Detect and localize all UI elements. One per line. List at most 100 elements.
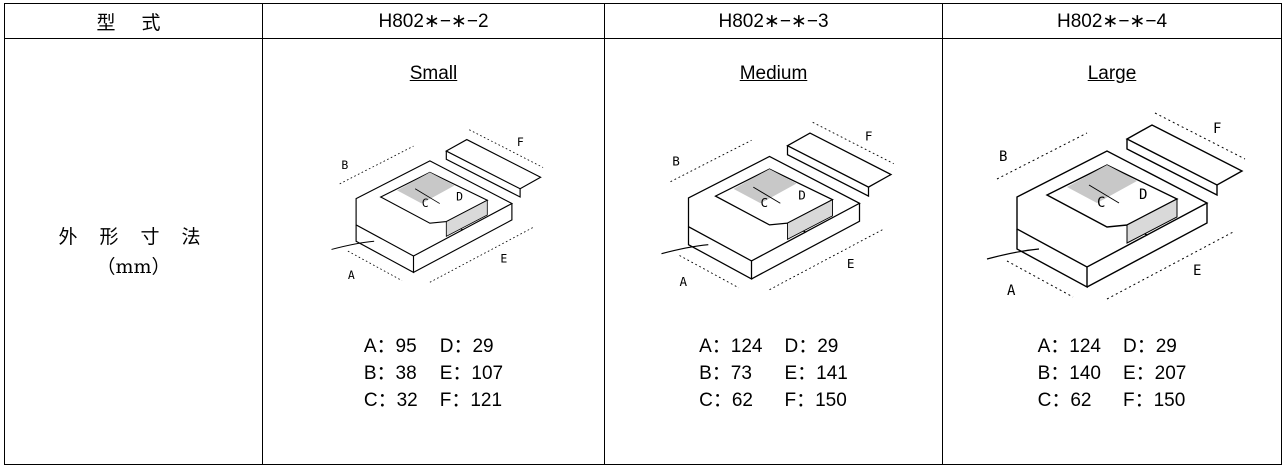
diagram-label-c: C <box>760 195 768 210</box>
dim-line-a <box>347 250 402 281</box>
core-illustration-small: A B C D E F <box>330 129 543 283</box>
core-body <box>1016 150 1209 268</box>
diagram-label-b: B <box>999 149 1007 165</box>
diagram-label-d: D <box>456 189 463 203</box>
dim-f: F：150 <box>784 390 847 411</box>
core-illustration-medium: A B C D E F <box>660 121 894 291</box>
dim-line-e <box>768 228 885 291</box>
dims-medium: A：124 D：29 B：73 E：141 C：62 F：150 <box>605 333 942 414</box>
diagram-label-a: A <box>679 274 687 289</box>
dim-line-c <box>1088 184 1120 204</box>
size-cell-small: Small A B C D E F A：95 D：29 B：38 E：107 C：32 F… <box>262 38 605 465</box>
core-body <box>687 155 861 262</box>
dim-line-e <box>429 226 535 283</box>
dim-d: D：29 <box>439 336 494 357</box>
dim-line-e <box>1106 230 1236 300</box>
dim-e: E：207 <box>1123 363 1187 384</box>
header-row: 型 式 H802∗−∗−2 H802∗−∗−3 H802∗−∗−4 <box>4 3 1282 39</box>
diagram-label-d: D <box>798 188 806 203</box>
dim-b: B：73 <box>699 363 752 384</box>
dim-c: C：62 <box>699 390 753 411</box>
core-inner-shade <box>445 199 488 238</box>
dim-c: C：62 <box>1037 390 1092 411</box>
size-name-medium: Medium <box>739 63 808 84</box>
core-window-shade <box>733 169 796 204</box>
diagram-label-b: B <box>672 154 680 169</box>
dim-a: A：124 <box>1037 336 1101 357</box>
dimensions-label-unit: （mm） <box>96 255 171 278</box>
dim-b: B：38 <box>363 363 417 384</box>
dim-a: A：95 <box>363 336 417 357</box>
dimensions-label: 外 形 寸 法 （mm） <box>4 38 263 465</box>
dimensions-label-line1: 外 形 寸 法 <box>58 225 209 248</box>
dimensions-row: 外 形 寸 法 （mm） Small A B C D E F A：95 D：29 B：38… <box>4 38 1282 465</box>
core-front-face <box>355 224 414 274</box>
dim-line-a <box>1006 260 1074 298</box>
dim-line-c <box>414 188 440 204</box>
dim-e: E：107 <box>439 363 504 384</box>
diagram-label-e: E <box>1193 263 1201 279</box>
core-side-face <box>1086 203 1208 288</box>
dim-line-f <box>468 129 543 168</box>
core-front-face <box>687 226 752 280</box>
diagram-label-c: C <box>1097 195 1105 211</box>
dim-line-a <box>678 255 739 289</box>
dim-line-b <box>669 139 752 183</box>
core-side-face <box>750 203 860 280</box>
dim-d: D：29 <box>784 336 839 357</box>
core-side-face <box>412 203 512 273</box>
diagram-label-f: F <box>1213 121 1221 137</box>
core-top-bar <box>785 132 892 188</box>
diagram-label-d: D <box>1139 187 1147 203</box>
core-group: A B C D E F <box>660 121 894 291</box>
core-top-bar <box>1125 124 1244 186</box>
dim-e: E：141 <box>784 363 848 384</box>
dim-f: F：121 <box>439 390 503 411</box>
core-body <box>355 160 513 257</box>
diagram-label-f: F <box>516 135 523 149</box>
dim-line-b <box>339 145 414 185</box>
dim-line-b <box>996 132 1088 180</box>
core-top-bar-face <box>445 151 521 198</box>
size-cell-medium: Medium A B C D E F A：124 D：29 B：73 E：141 C：62… <box>604 38 943 465</box>
dim-line-f <box>811 121 894 165</box>
core-group: A B C D E F <box>986 112 1246 300</box>
lead-wire <box>660 244 708 255</box>
model-label: 型 式 <box>4 3 263 39</box>
core-front-face <box>1016 229 1088 289</box>
dim-d: D：29 <box>1123 336 1177 357</box>
dim-line-f <box>1154 112 1246 160</box>
core-illustration-large: A B C D E F <box>986 112 1246 300</box>
diagram-label-a: A <box>347 268 354 282</box>
core-window-shade <box>1067 165 1137 203</box>
spec-table: 型 式 H802∗−∗−2 H802∗−∗−3 H802∗−∗−4 外 形 寸 … <box>4 3 1282 465</box>
diagram-label-e: E <box>846 256 854 271</box>
lead-wire <box>330 240 374 250</box>
core-inner-shade <box>786 198 833 241</box>
diagram-label-a: A <box>1007 283 1016 299</box>
core-top-bar-face <box>786 145 869 198</box>
diagram-label-b: B <box>341 158 348 172</box>
dim-b: B：140 <box>1037 363 1101 384</box>
diagram-label-f: F <box>864 128 872 143</box>
model-3: H802∗−∗−3 <box>604 3 943 39</box>
core-inner-shade <box>1126 198 1178 244</box>
model-4: H802∗−∗−4 <box>942 3 1282 39</box>
dims-large: A：124 D：29 B：140 E：207 C：62 F：150 <box>943 333 1281 414</box>
lead-wire <box>986 248 1040 260</box>
core-top-bar-face <box>1126 139 1218 197</box>
size-cell-large: Large A B C D E F A：124 D：29 B：140 E：207 C：62… <box>942 38 1282 465</box>
dim-a: A：124 <box>699 336 763 357</box>
dim-f: F：150 <box>1123 390 1186 411</box>
size-name-small: Small <box>409 63 458 84</box>
dims-small: A：95 D：29 B：38 E：107 C：32 F：121 <box>263 333 604 414</box>
core-top-bar <box>444 138 542 190</box>
core-group: A B C D E F <box>330 129 543 283</box>
dim-c: C：32 <box>363 390 418 411</box>
dim-line-c <box>752 186 781 204</box>
size-name-large: Large <box>1087 63 1137 84</box>
model-2: H802∗−∗−2 <box>262 3 605 39</box>
diagram-label-c: C <box>421 196 428 210</box>
core-window-shade <box>396 172 454 204</box>
diagram-label-e: E <box>500 252 507 266</box>
